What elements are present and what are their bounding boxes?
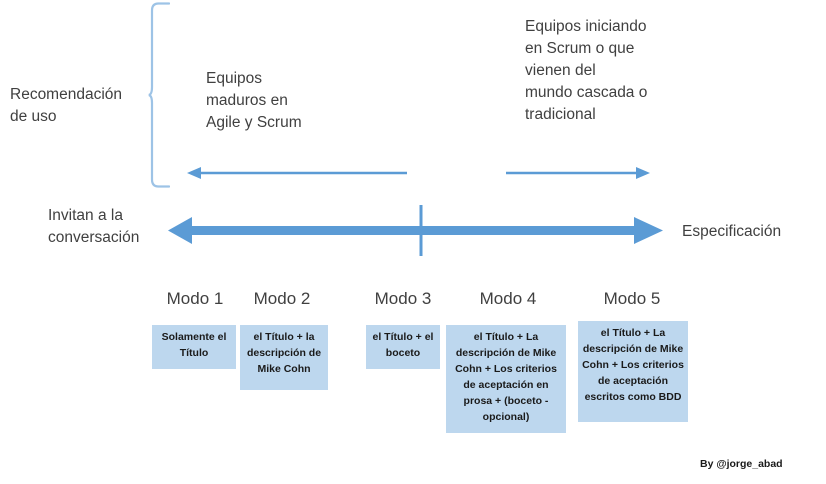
modo-box-1-text: Solamente el Título (161, 331, 227, 359)
label-invitan-a-la-conversacion: Invitan a la conversación (48, 207, 140, 246)
modo-box-2[interactable]: el Título + la descripción de Mike Cohn (240, 325, 328, 390)
arrow-right-icon (506, 167, 650, 179)
modo-box-4-text: el Título + La descripción de Mike Cohn … (455, 331, 557, 423)
modo-title-2: Modo 2 (253, 289, 311, 308)
modo-box-4[interactable]: el Título + La descripción de Mike Cohn … (446, 325, 566, 433)
modo-title-5: Modo 5 (603, 289, 661, 308)
brace-icon (148, 2, 171, 188)
note-equipos-iniciando: Equipos iniciando en Scrum o que vienen … (525, 18, 648, 123)
note-equipos-maduros: Equipos maduros en Agile y Scrum (206, 70, 302, 131)
modo-title-1: Modo 1 (166, 289, 224, 308)
modo-box-1[interactable]: Solamente el Título (152, 325, 236, 369)
modo-box-2-text: el Título + la descripción de Mike Cohn (246, 331, 322, 375)
arrow-left-icon (187, 167, 407, 179)
modo-title-3: Modo 3 (374, 289, 432, 308)
modo-title-4: Modo 4 (479, 289, 537, 308)
modo-box-5-text: el Título + La descripción de Mike Cohn … (582, 327, 684, 403)
main-axis-arrow-icon (168, 205, 663, 256)
label-recomendacion-de-uso: Recomendación de uso (10, 86, 123, 125)
modo-box-5[interactable]: el Título + La descripción de Mike Cohn … (578, 321, 688, 422)
modo-box-3[interactable]: el Título + el boceto (366, 325, 440, 369)
modo-box-3-text: el Título + el boceto (372, 331, 434, 359)
label-especificacion: Especificación (682, 223, 782, 240)
recommendation-brace (148, 2, 171, 188)
credit-text: By @jorge_abad (700, 458, 783, 470)
